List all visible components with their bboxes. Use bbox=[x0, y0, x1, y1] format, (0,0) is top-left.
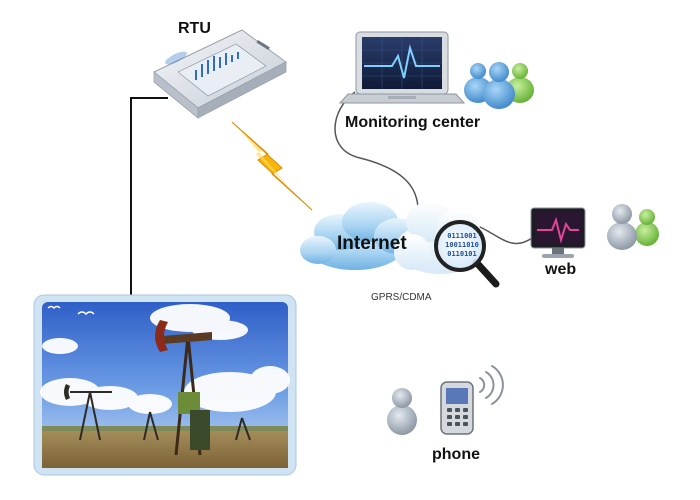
mobile-phone-icon bbox=[440, 381, 474, 435]
binary-line: 10011010 bbox=[445, 241, 479, 249]
rtu-label: RTU bbox=[178, 20, 211, 37]
monitor-icon bbox=[530, 207, 586, 258]
connection-lines bbox=[130, 91, 533, 298]
binary-line: 0110101 bbox=[447, 250, 477, 258]
rtu-to-field-line bbox=[130, 97, 168, 298]
internet-label: Internet bbox=[337, 233, 407, 254]
rtu-device-icon bbox=[153, 29, 287, 119]
binary-line: 0111001 bbox=[447, 232, 477, 240]
internet-to-web-line bbox=[477, 225, 533, 245]
magnifier-binary-text: 0111001 10011010 0110101 bbox=[441, 232, 483, 259]
gprs-cdma-label: GPRS/CDMA bbox=[371, 292, 432, 303]
lightning-icon bbox=[231, 121, 313, 211]
magnifier-icon bbox=[434, 220, 500, 288]
web-users-icon bbox=[607, 204, 659, 250]
laptop-icon bbox=[338, 31, 466, 104]
users-icon bbox=[464, 62, 534, 109]
wireless-signal-icon bbox=[479, 365, 504, 405]
monitoring-center-label: Monitoring center bbox=[345, 114, 481, 131]
web-label: web bbox=[545, 261, 577, 278]
phone-label: phone bbox=[432, 446, 480, 463]
oil-field-photo bbox=[33, 294, 297, 476]
monitoring-to-internet-line bbox=[334, 91, 419, 216]
phone-user-icon bbox=[387, 388, 417, 435]
